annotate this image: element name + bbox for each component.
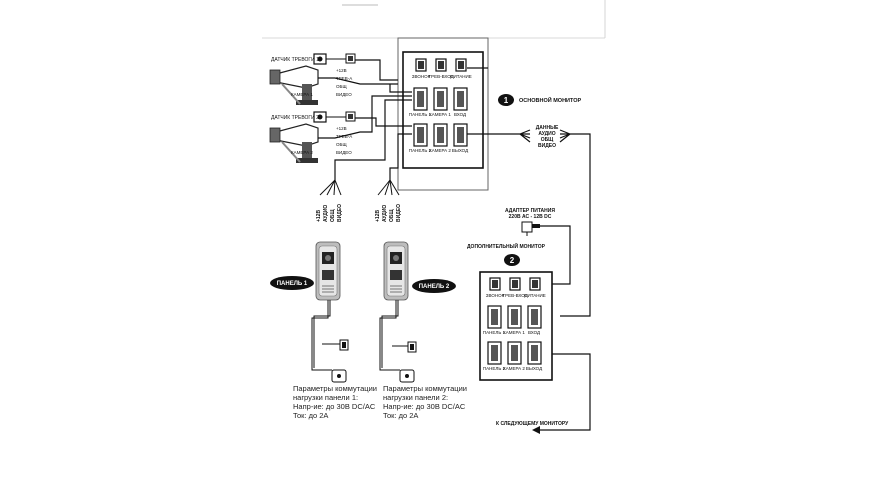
main-port-label: ЗВОНОК [412, 74, 431, 79]
panel2-lock-device [399, 341, 417, 383]
camera2-wire-label: ВИДЕО [336, 150, 352, 155]
camera1-wire-label: ТРЕВ-А [336, 76, 352, 81]
call-panel-2 [383, 241, 409, 301]
sensor-label-2: ДАТЧИК ТРЕВОГИ 2 [271, 115, 319, 121]
panel1-wire-label: ВИДЕО [337, 204, 343, 222]
main-port-label: КАМЕРА 1 [429, 112, 451, 117]
camera2-wire-label: ТРЕВ-А [336, 134, 352, 139]
panel1-wire-fan [319, 179, 342, 196]
panel2-note: Параметры коммутации нагрузки панели 2: … [383, 384, 467, 420]
bus-label: АУДИО [538, 131, 555, 137]
sensor-label-1: ДАТЧИК ТРЕВОГИ 1 [271, 57, 319, 63]
panel1-badge [270, 276, 314, 290]
adapter-line2: 220В АС - 12В DC [509, 214, 552, 220]
bus-label: ОБЩ [541, 137, 554, 143]
call-panel-1 [315, 241, 341, 301]
camera-label-1: КАМЕРА 1 [291, 92, 313, 97]
extra-port-label: КАМЕРА 1 [503, 330, 525, 335]
extra-port-label: ТРЕВ-ВХОД [502, 293, 527, 298]
camera1-wire-label: ОБЩ [336, 84, 347, 89]
panel2-wire-label: АУДИО [382, 205, 388, 222]
extra-mid-connectors [487, 305, 542, 329]
camera-2 [269, 123, 319, 163]
main-monitor-number: 1 [504, 96, 509, 105]
panel2-label: ПАНЕЛЬ 2 [419, 284, 450, 290]
next-monitor-arrow [532, 426, 540, 434]
panel1-wire-label: +12В [316, 210, 322, 222]
panel1-lock-device [331, 339, 349, 383]
extra-port-label: КАМЕРА 2 [503, 366, 525, 371]
extra-monitor-title: ДОПОЛНИТЕЛЬНЫЙ МОНИТОР [467, 242, 546, 250]
main-port-label: ВЫХОД [452, 148, 468, 153]
panel1-note-title: Параметры коммутации нагрузки панели 1: [293, 384, 377, 402]
panel1-wire-label: АУДИО [323, 205, 329, 222]
panel1-note: Параметры коммутации нагрузки панели 1: … [293, 384, 377, 420]
panel-wiring [334, 99, 412, 180]
panel2-badge [412, 279, 456, 293]
panel1-note-voltage: Напр-ие: до 30В DC/AC [293, 402, 376, 411]
camera-wiring [318, 59, 412, 139]
camera-label-2: КАМЕРА 2 [291, 150, 313, 155]
sensor-2 [313, 111, 356, 123]
main-monitor-title: ОСНОВНОЙ МОНИТОР [519, 96, 581, 104]
bus-wiring [467, 67, 591, 431]
camera2-wire-label: ОБЩ [336, 142, 347, 147]
extra-port-label: ЗВОНОК [486, 293, 505, 298]
main-mid-connectors [413, 87, 468, 111]
panel1-note-current: Ток: до 2А [293, 411, 329, 420]
bus-label: ДАННЫЕ [536, 125, 559, 131]
panel2-wire-label: ВИДЕО [396, 204, 402, 222]
main-bot-connectors [413, 123, 468, 147]
extra-port-label: ВХОД [528, 330, 540, 335]
camera1-wire-label: ВИДЕО [336, 92, 352, 97]
camera2-wire-label: +12В [336, 126, 347, 131]
power-adapter [521, 221, 540, 236]
extra-monitor-number-badge [504, 254, 520, 266]
next-monitor-label: К СЛЕДУЮЩЕМУ МОНИТОРУ [496, 421, 569, 427]
panel2-wire-label: +12В [375, 210, 381, 222]
panel2-wire-fan [377, 179, 400, 196]
main-port-label: ТРЕВ-ВХОД [428, 74, 453, 79]
adapter-line1: АДАПТЕР ПИТАНИЯ [505, 208, 555, 214]
camera-1 [269, 65, 319, 105]
main-port-label: ПИТАНИЕ [450, 74, 472, 79]
camera1-wire-label: +12В [336, 68, 347, 73]
extra-bot-connectors [487, 341, 542, 365]
main-monitor-number-badge [498, 94, 514, 106]
extra-port-label: ПАНЕЛЬ 2 [483, 366, 506, 371]
extra-top-connectors [489, 277, 541, 291]
panel1-lock-wiring [311, 300, 340, 371]
extra-port-label: ВЫХОД [526, 366, 542, 371]
extra-monitor-number: 2 [510, 256, 515, 265]
extra-port-label: ПАНЕЛЬ 1 [483, 330, 506, 335]
panel1-label: ПАНЕЛЬ 1 [277, 281, 308, 287]
panel2-lock-wiring [379, 300, 408, 371]
sensor-1 [313, 53, 356, 65]
main-port-label: ВХОД [454, 112, 466, 117]
main-port-label: КАМЕРА 2 [429, 148, 451, 153]
panel2-note-title: Параметры коммутации нагрузки панели 2: [383, 384, 467, 402]
panel2-wire-label: ОБЩ [389, 209, 395, 222]
panel1-wire-label: ОБЩ [330, 209, 336, 222]
main-port-label: ПАНЕЛЬ 2 [409, 148, 432, 153]
main-port-label: ПАНЕЛЬ 1 [409, 112, 432, 117]
panel2-note-current: Ток: до 2А [383, 411, 419, 420]
main-top-connectors [415, 58, 467, 72]
extra-port-label: ПИТАНИЕ [524, 293, 546, 298]
panel2-note-voltage: Напр-ие: до 30В DC/AC [383, 402, 466, 411]
bus-label: ВИДЕО [538, 143, 556, 149]
